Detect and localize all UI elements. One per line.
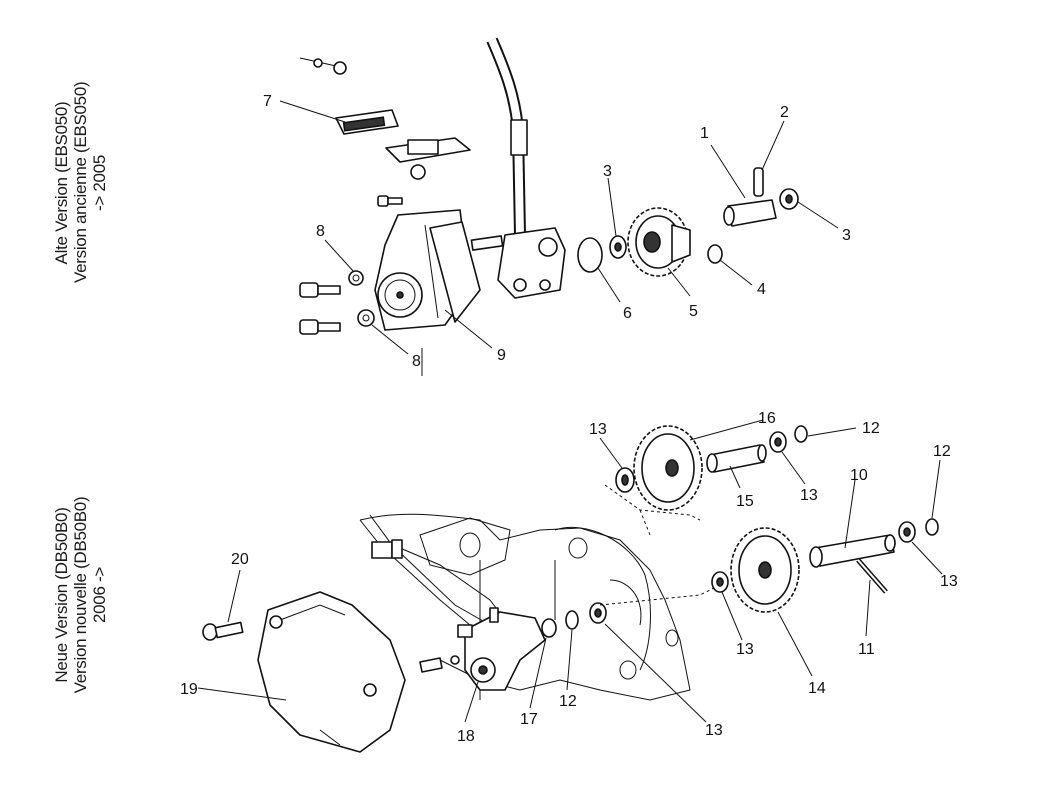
callout-4: 4 (757, 281, 766, 298)
callout-7: 7 (263, 93, 272, 110)
callout-16: 16 (758, 410, 776, 427)
engine-case (359, 513, 691, 701)
part-20-screw (202, 621, 244, 641)
part-13-washer-e (769, 431, 787, 453)
callout-19: 19 (180, 681, 198, 698)
part-7-cable-sensor (299, 57, 471, 180)
screws-left (299, 195, 403, 335)
part-12-circlip-c (794, 425, 808, 443)
oil-pump-assembly (470, 37, 566, 299)
callout-6: 6 (623, 305, 632, 322)
part-18-oil-pump (419, 607, 546, 691)
callout-17: 17 (520, 711, 538, 728)
callout-5: 5 (689, 303, 698, 320)
part-10-shaft (809, 534, 896, 568)
cable-harness (359, 514, 506, 626)
part-4-clip (707, 244, 723, 264)
callout-12-a: 12 (862, 420, 880, 437)
callout-3-b: 3 (842, 227, 851, 244)
callout-8-a: 8 (316, 223, 325, 240)
callout-13-c: 13 (940, 573, 958, 590)
part-13-washer-d (615, 467, 635, 493)
callout-13-e: 13 (705, 722, 723, 739)
part-12-circlip-a (565, 610, 579, 630)
part-11-pin (856, 558, 888, 594)
callout-10: 10 (850, 467, 868, 484)
callout-13-d: 13 (736, 641, 754, 658)
callout-12-c: 12 (559, 693, 577, 710)
old-leader-lines (279, 100, 839, 376)
callout-1: 1 (700, 125, 709, 142)
callout-15: 15 (736, 493, 754, 510)
part-2-pin (753, 167, 764, 197)
part-13-washer-c (898, 521, 916, 543)
callout-12-b: 12 (933, 443, 951, 460)
callout-18: 18 (457, 728, 475, 745)
callout-3-a: 3 (603, 163, 612, 180)
part-13-washer-b (711, 571, 729, 593)
callout-2: 2 (780, 104, 789, 121)
part-15-pin (706, 444, 767, 473)
part-6-oring (577, 237, 603, 273)
part-17-oring (541, 618, 557, 638)
part-14-gear (730, 527, 800, 613)
part-5-gear (627, 207, 691, 277)
part-12-circlip-b (925, 518, 939, 536)
callout-13-a: 13 (589, 421, 607, 438)
part-16-gear (633, 425, 703, 511)
part-13-washer-a (589, 602, 607, 624)
part-1-shaft (723, 199, 777, 227)
callout-20: 20 (231, 551, 249, 568)
callout-14: 14 (808, 680, 826, 697)
part-9-cover (374, 209, 481, 331)
callout-13-b: 13 (800, 487, 818, 504)
callout-8-b: 8 (412, 353, 421, 370)
part-3-washer-a (609, 235, 627, 259)
callout-11: 11 (858, 641, 875, 658)
part-19-cover (257, 591, 406, 753)
part-3-washer-b (779, 188, 799, 210)
callout-9: 9 (497, 347, 506, 364)
new-leader-lines (197, 419, 943, 723)
